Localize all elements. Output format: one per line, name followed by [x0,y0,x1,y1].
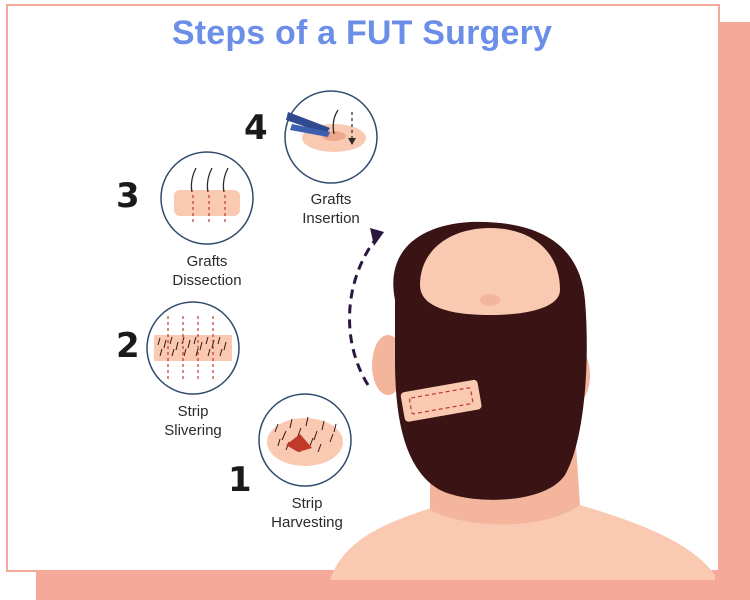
step-caption-4: Grafts Insertion [271,190,391,228]
diagram-frame [6,4,720,572]
step-caption-3-line1: Grafts [186,253,228,270]
step-number-3: 3 [116,176,140,216]
step-caption-3-line2: Dissection [172,272,242,289]
step-number-2: 2 [116,326,140,366]
head-back-view-icon [330,221,715,580]
step-caption-2-line2: Slivering [164,422,222,439]
step-caption-4-line1: Grafts [310,191,352,208]
step-caption-3: Grafts Dissection [147,252,267,290]
step-number-4: 4 [244,108,268,148]
step-caption-2: Strip Slivering [133,402,253,440]
diagram-title: Steps of a FUT Surgery [171,14,553,52]
strip-slivering-icon [146,301,240,395]
strip-harvesting-icon [258,393,352,487]
step-caption-1-line2: Harvesting [271,514,343,531]
grafts-dissection-icon [160,151,254,245]
curved-arrow-icon [348,228,384,386]
step-caption-1-line1: Strip [291,495,323,512]
step-caption-2-line1: Strip [177,403,209,420]
grafts-insertion-icon [284,90,378,184]
step-number-1: 1 [228,460,252,500]
step-caption-4-line2: Insertion [302,210,360,227]
step-caption-1: Strip Harvesting [247,494,367,532]
